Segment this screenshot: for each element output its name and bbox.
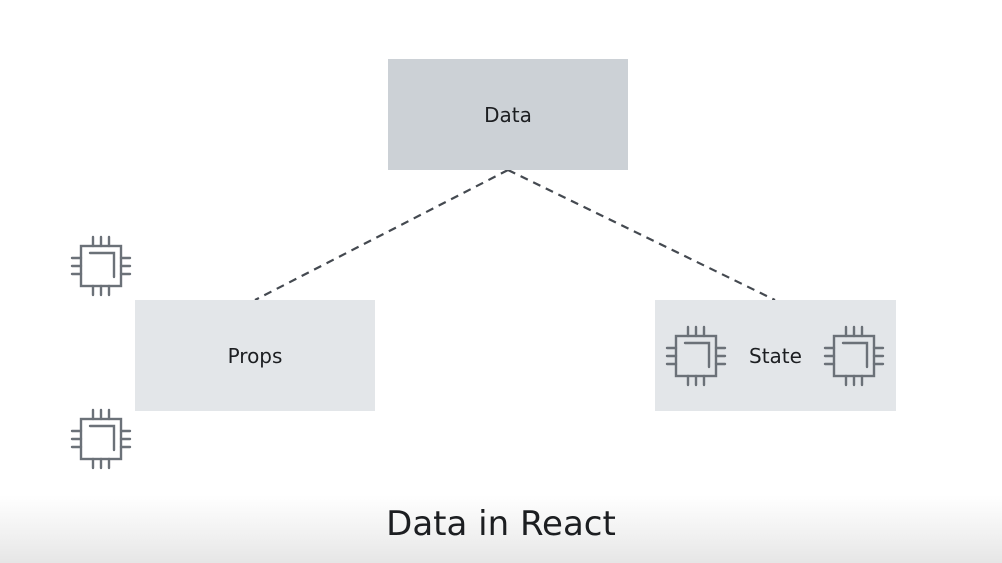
cpu-chip-icon — [68, 233, 134, 299]
props-node: Props — [135, 300, 375, 411]
state-node: State — [655, 300, 896, 411]
edge-data-to-props — [254, 169, 509, 301]
edge-data-to-state — [507, 169, 776, 301]
state-node-label: State — [749, 343, 802, 368]
cpu-chip-icon — [821, 323, 887, 389]
cpu-chip-icon — [663, 323, 729, 389]
cpu-chip-icon — [68, 406, 134, 472]
slide-caption: Data in React — [386, 504, 616, 544]
props-node-label: Props — [227, 343, 283, 368]
data-node: Data — [388, 59, 628, 170]
data-node-label: Data — [484, 102, 532, 127]
